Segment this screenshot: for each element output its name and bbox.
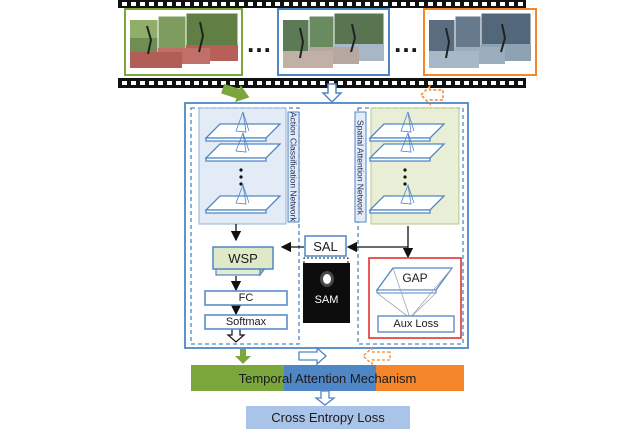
sam-label: SAM bbox=[314, 294, 339, 306]
attention-layer-dots bbox=[403, 168, 407, 186]
arrow-to-loss bbox=[314, 390, 336, 406]
video-clip-green bbox=[124, 8, 243, 76]
sal-label: SAL bbox=[313, 238, 338, 254]
aux-loss-box bbox=[377, 315, 455, 333]
wsp-label: WSP bbox=[228, 250, 258, 266]
film-strip bbox=[118, 0, 537, 90]
sal-sam-connector bbox=[303, 257, 349, 263]
temporal-bar-blue bbox=[284, 365, 376, 391]
action-layer-dots bbox=[239, 168, 243, 186]
attention-network-label: Spatial Attention Network bbox=[355, 119, 366, 215]
gap-projection-lines bbox=[376, 267, 453, 319]
blue-arrow-bottom bbox=[298, 346, 327, 366]
attention-layers bbox=[368, 123, 446, 214]
aux-loss-label: Aux Loss bbox=[393, 318, 439, 330]
main-container bbox=[184, 102, 469, 349]
action-layers bbox=[204, 123, 282, 214]
cross-entropy-box bbox=[246, 406, 410, 429]
sam-hotspot bbox=[323, 274, 331, 284]
ellipsis-2: … bbox=[393, 28, 419, 58]
fc-label: FC bbox=[238, 292, 254, 304]
sam-image bbox=[303, 263, 350, 323]
sal-box bbox=[304, 235, 347, 257]
orange-arrow-bottom bbox=[362, 346, 391, 366]
temporal-bar-orange bbox=[376, 365, 464, 391]
arrow-softmax-out bbox=[226, 327, 246, 343]
ellipsis-1: … bbox=[246, 28, 272, 58]
wsp-box-shape bbox=[212, 246, 274, 277]
action-network-label: Action Classification Network bbox=[288, 112, 299, 222]
video-clip-orange bbox=[423, 8, 537, 76]
blue-arrow-top bbox=[321, 83, 343, 104]
gap-label: GAP bbox=[402, 271, 428, 285]
attention-network-label-box bbox=[354, 111, 367, 223]
green-arrow-top bbox=[221, 83, 250, 103]
softmax-label: Softmax bbox=[225, 316, 267, 328]
orange-arrow-top bbox=[419, 84, 444, 106]
film-perforations bbox=[118, 0, 526, 88]
video-clip-blue bbox=[277, 8, 390, 76]
action-network-label-box bbox=[287, 111, 300, 223]
green-arrow-bottom bbox=[235, 349, 251, 364]
temporal-attention-label: Temporal Attention Mechanism bbox=[238, 370, 417, 386]
softmax-box bbox=[204, 314, 288, 330]
attention-layer-pyramids bbox=[400, 111, 415, 205]
fc-box bbox=[204, 290, 288, 306]
action-layer-pyramids bbox=[235, 111, 250, 205]
left-dashed-panel bbox=[190, 107, 300, 345]
temporal-bar-green bbox=[191, 365, 284, 391]
cross-entropy-label: Cross Entropy Loss bbox=[271, 410, 385, 425]
